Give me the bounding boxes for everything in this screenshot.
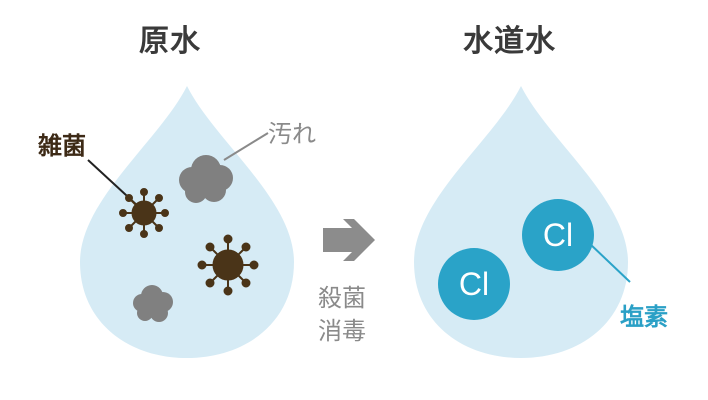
dirt-leader-line <box>223 132 269 161</box>
bacteria-icon-large <box>197 234 259 296</box>
chlorine-symbol-upper: Cl <box>543 217 573 253</box>
chlorine-atom-upper <box>522 199 594 271</box>
raw-water-title: 原水 <box>139 24 201 59</box>
raw-water-drop <box>80 86 294 358</box>
bacteria-label: 雑菌 <box>38 132 86 160</box>
tap-water-title: 水道水 <box>463 24 556 59</box>
arrow-right-icon <box>323 219 375 261</box>
dirt-icon-large <box>179 155 233 203</box>
chlorine-label: 塩素 <box>620 303 668 331</box>
process-label-sterilization: 殺菌 <box>318 284 366 312</box>
chlorine-symbol-lower: Cl <box>459 266 489 302</box>
dirt-icon-small <box>133 285 173 322</box>
dirt-label: 汚れ <box>268 120 316 148</box>
chlorine-leader-line <box>588 242 631 283</box>
bacteria-icon-small <box>119 188 169 238</box>
process-label-disinfection: 消毒 <box>318 317 366 345</box>
chlorine-atom-lower <box>438 248 510 320</box>
tap-water-drop <box>414 86 628 358</box>
